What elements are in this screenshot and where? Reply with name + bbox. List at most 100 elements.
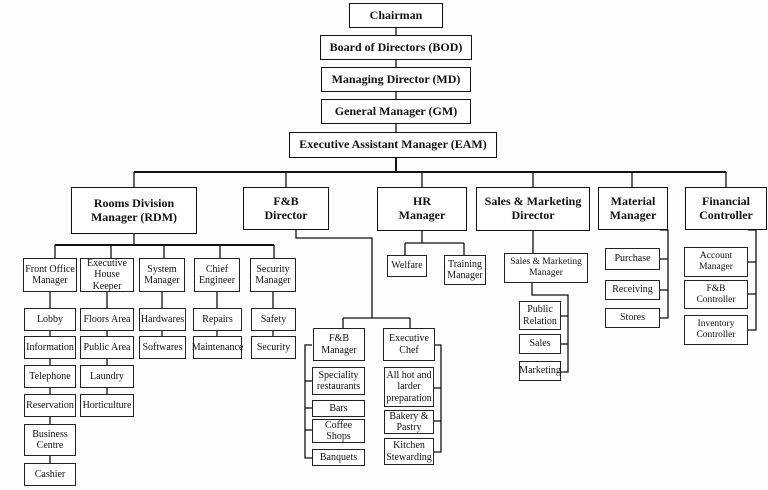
hr-item-label: Training Manager [447,258,483,282]
system-manager-label: System Manager [144,263,180,287]
hk-item-laundry: Laundry [80,365,134,388]
chairman-label: Chairman [369,7,423,22]
fb-item-speciality: Speciality restaurants [312,367,365,395]
eng-item-label: Repairs [202,313,233,325]
sales-item-label: Sales [529,338,551,350]
hk-item-horticulture: Horticulture [80,394,134,417]
fo-item-label: Lobby [36,313,64,325]
material-box: Material Manager [598,187,668,230]
sales-manager-box: Sales & Marketing Manager [504,253,588,283]
hk-item-floors: Floors Area [80,308,134,331]
material-item-label: Receiving [612,284,653,296]
eng-item-repairs: Repairs [193,308,242,331]
chef-item-stewarding: Kitchen Stewarding [384,438,434,465]
chef-item-label: All hot and larder preparation [386,369,432,404]
fin-item-inventory: Inventory Controller [684,315,748,345]
material-item-purchase: Purchase [605,248,660,270]
material-item-label: Stores [620,312,645,324]
fo-item-label: Cashier [34,468,66,480]
fb-item-bars: Bars [312,400,365,417]
fb-item-coffee-shops: Coffee Shops [312,419,365,443]
sales-item-marketing: Marketing [519,361,561,381]
chief-engineer-box: Chief Engineer [194,258,240,292]
md-box: Managing Director (MD) [321,67,471,92]
fb-director-label: F&B Director [264,193,308,222]
fin-item-label: Account Manager [699,251,733,272]
material-item-receiving: Receiving [605,280,660,300]
fin-item-account: Account Manager [684,247,748,277]
eam-box: Executive Assistant Manager (EAM) [289,132,497,158]
hr-item-training: Training Manager [444,255,486,285]
hk-item-label: Horticulture [82,399,132,411]
executive-chef-label: Executive Chef [389,333,429,356]
chef-item-label: Kitchen Stewarding [386,440,432,463]
fo-item-label: Business Centre [32,428,68,452]
fin-item-label: Inventory Controller [696,319,736,340]
hr-box: HR Manager [377,187,467,231]
fb-item-banquets: Banquets [312,449,365,466]
material-label: Material Manager [609,193,657,222]
fo-item-lobby: Lobby [24,308,76,331]
front-office-label: Front Office Manager [25,263,75,287]
sales-manager-label: Sales & Marketing Manager [510,257,582,278]
fb-item-label: Bars [329,402,348,414]
eng-item-label: Maintenance [191,341,244,353]
sales-item-label: Public Relation [523,304,557,327]
financial-box: Financial Controller [685,187,767,230]
fb-item-label: Speciality restaurants [316,369,361,393]
fb-director-box: F&B Director [243,187,329,230]
hk-item-label: Laundry [90,370,124,382]
sales-director-label: Sales & Marketing Director [484,194,582,222]
sales-item-sales: Sales [519,334,561,354]
financial-label: Financial Controller [699,193,753,222]
chef-item-hot-larder: All hot and larder preparation [384,367,434,407]
material-item-label: Purchase [614,253,651,265]
chef-item-label: Bakery & Pastry [389,410,429,434]
eng-item-maintenance: Maintenance [191,336,244,359]
fo-item-label: Information [26,341,74,353]
sys-item-label: Hardwares [140,313,185,325]
hk-item-public: Public Area [80,336,134,359]
fo-item-information: Information [24,336,76,359]
sys-item-softwares: Softwares [139,336,186,359]
chef-item-bakery: Bakery & Pastry [384,410,434,434]
hr-item-label: Welfare [391,260,423,272]
security-manager-label: Security Manager [255,263,291,287]
sys-item-label: Softwares [142,341,183,353]
bod-label: Board of Directors (BOD) [329,39,463,54]
fb-item-label: Banquets [319,451,358,463]
front-office-box: Front Office Manager [23,258,77,292]
rdm-box: Rooms Division Manager (RDM) [71,187,197,234]
sales-item-pr: Public Relation [519,301,561,330]
security-manager-box: Security Manager [250,258,296,292]
housekeeper-label: Executive House Keeper [87,257,127,292]
sales-item-label: Marketing [519,365,561,377]
fo-item-business-centre: Business Centre [24,424,76,456]
sec-item-label: Safety [260,313,287,325]
sec-item-safety: Safety [251,308,296,331]
hk-item-label: Public Area [83,341,131,353]
sec-item-security: Security [251,336,296,359]
fin-item-label: F&B Controller [696,283,736,305]
gm-box: General Manager (GM) [321,99,471,124]
fo-item-label: Reservation [26,399,74,411]
md-label: Managing Director (MD) [331,71,461,86]
hr-item-welfare: Welfare [387,255,427,277]
gm-label: General Manager (GM) [334,103,458,118]
bod-box: Board of Directors (BOD) [320,35,472,60]
material-item-stores: Stores [605,308,660,328]
sales-director-box: Sales & Marketing Director [476,187,590,231]
fb-manager-label: F&B Manager [321,333,357,356]
system-manager-box: System Manager [139,258,185,292]
chief-engineer-label: Chief Engineer [198,263,236,287]
fb-item-label: Coffee Shops [324,419,353,443]
fo-item-reservation: Reservation [24,394,76,417]
housekeeper-box: Executive House Keeper [80,258,134,292]
fb-manager-box: F&B Manager [313,328,365,361]
sec-item-label: Security [256,341,291,353]
eam-label: Executive Assistant Manager (EAM) [299,137,487,152]
rdm-label: Rooms Division Manager (RDM) [90,195,178,224]
executive-chef-box: Executive Chef [383,328,435,361]
